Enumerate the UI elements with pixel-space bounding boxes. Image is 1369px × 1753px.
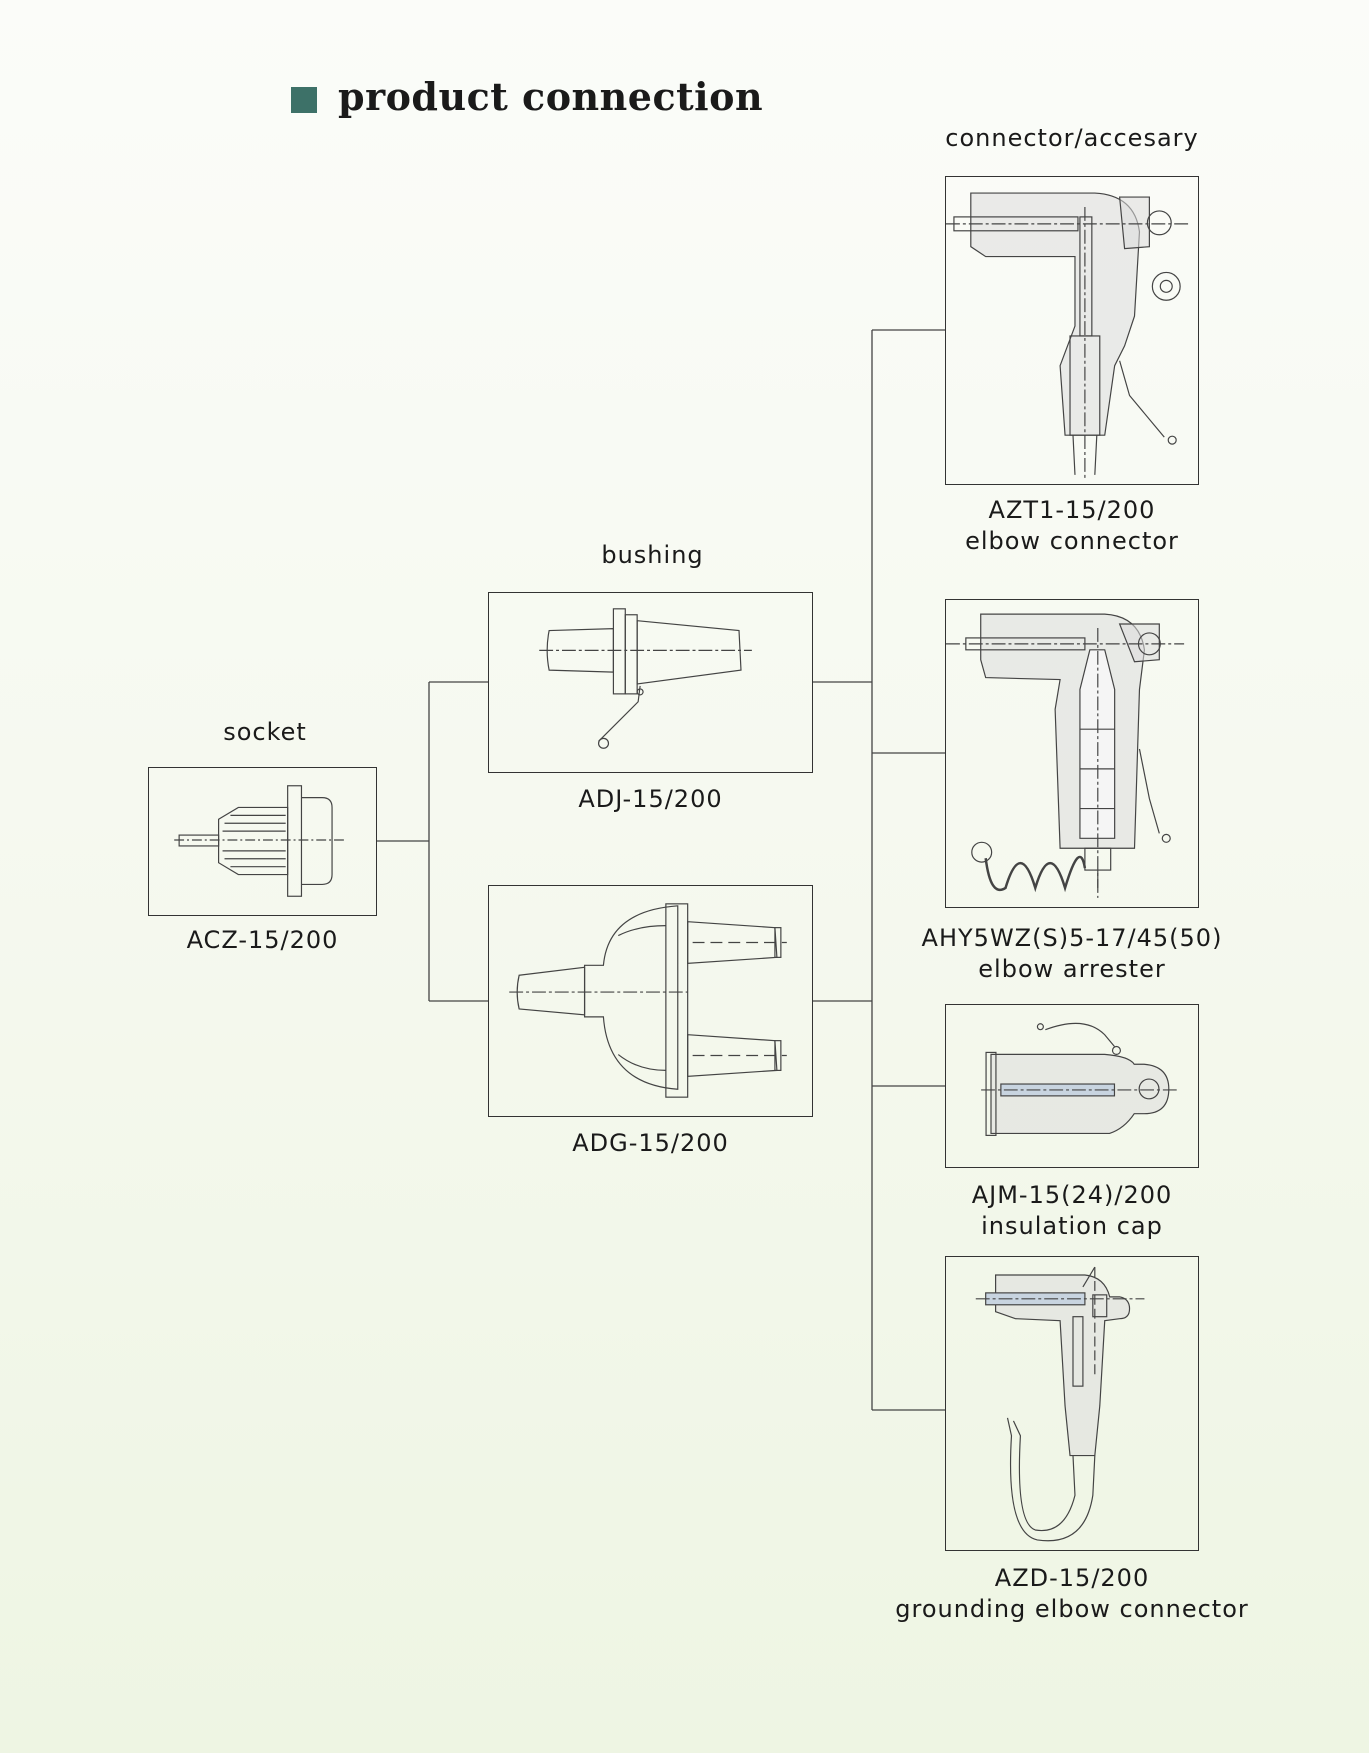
connector-ahy5wz-desc: elbow arrester [978, 955, 1166, 983]
grounding-elbow-icon [975, 1266, 1145, 1542]
connector-ahy5wz-model: AHY5WZ(S)5-17/45(50) [921, 924, 1223, 952]
bushing-adg-icon [509, 903, 787, 1098]
elbow-arrester-icon [946, 613, 1185, 898]
connector-azt1-desc: elbow connector [965, 527, 1179, 555]
bushing-heading: bushing [601, 541, 704, 569]
socket-drawing [148, 767, 377, 916]
connector-heading: connector/accesary [945, 124, 1199, 152]
page-title: product connection [338, 74, 764, 119]
socket-heading: socket [223, 718, 307, 746]
connector-ajm-model: AJM-15(24)/200 [971, 1181, 1173, 1209]
elbow-connector-icon [946, 192, 1190, 480]
connector-azt1-drawing [945, 176, 1199, 485]
connector-azd-model: AZD-15/200 [994, 1564, 1150, 1592]
bushing-adj-model: ADJ-15/200 [578, 785, 723, 813]
connector-ajm-drawing [945, 1004, 1199, 1168]
insulation-cap-icon [981, 1022, 1179, 1136]
connector-ajm-desc: insulation cap [981, 1212, 1163, 1240]
bushing-adg-drawing [488, 885, 813, 1117]
bushing-adg-model: ADG-15/200 [572, 1129, 729, 1157]
bushing-adj-drawing [488, 592, 813, 773]
connector-azd-desc: grounding elbow connector [895, 1595, 1249, 1623]
socket-model: ACZ-15/200 [186, 926, 339, 954]
connector-azd-drawing [945, 1256, 1199, 1551]
connector-azt1-model: AZT1-15/200 [988, 496, 1156, 524]
bushing-adj-icon [539, 608, 752, 749]
socket-icon [174, 785, 347, 897]
connector-ahy5wz-drawing [945, 599, 1199, 908]
title-marker [291, 87, 317, 113]
